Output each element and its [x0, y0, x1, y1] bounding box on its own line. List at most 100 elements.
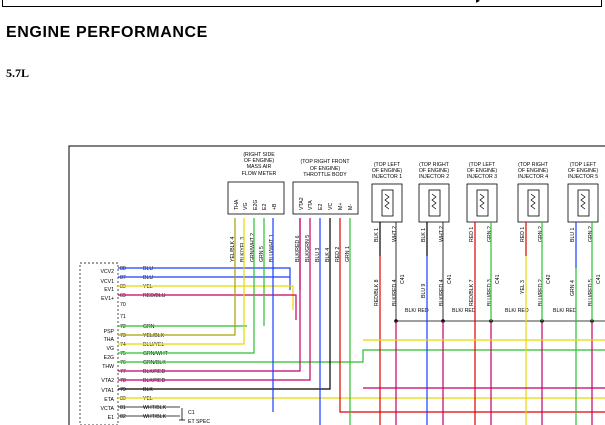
inj1-lower-2: BLK/RED 4: [392, 279, 398, 306]
inj2-coil-icon: [428, 189, 441, 217]
inj3-label-2: OF ENGINE): [467, 168, 498, 174]
inj5-lower-1: GRN 4: [570, 280, 576, 296]
ground-label-3: BLK/ RED: [505, 308, 529, 314]
inj4-wire-1: RED 1: [520, 227, 526, 242]
inj1-code: C41: [400, 274, 406, 284]
ecm-wire-11: GRN/BLK: [143, 360, 166, 366]
inj2-label-1: (TOP RIGHT: [419, 162, 450, 168]
ecm-wire-12: BLK/RED: [143, 369, 165, 375]
wire-yel-blk-73: [118, 218, 236, 336]
maf-label-2: OF ENGINE): [244, 158, 275, 164]
ecm-num-15: 80: [120, 396, 126, 402]
inj2-label-2: OF ENGINE): [419, 168, 450, 174]
tb-pin-2: VTA: [308, 200, 314, 210]
ecm-pin-3: EV1: [104, 287, 114, 293]
tb-pin-4: VC: [328, 203, 334, 210]
ecm-wire-7: GRN: [143, 324, 155, 330]
inj5-label-2: OF ENGINE): [568, 168, 599, 174]
ecm-wire-9: BLU/YEL: [143, 342, 164, 348]
inj1-lower-1: RED/BLK 8: [374, 279, 380, 306]
inj2-lower-1: BLU 9: [421, 283, 427, 298]
injector-4: (TOP RIGHT OF ENGINE) INJECTOR 4 RED 1 G…: [517, 162, 552, 306]
ecm-pin-4: EV1+: [101, 296, 114, 302]
wire-grn-blk-76: [118, 349, 605, 363]
ecm-pin-14: ETA: [104, 397, 114, 403]
inj2-wire-2: WHT 2: [439, 226, 445, 242]
inj1-label-3: INJECTOR 1: [372, 174, 402, 180]
injector-2: (TOP RIGHT OF ENGINE) INJECTOR 2 BLK 1 W…: [418, 162, 453, 306]
ecm-pin-2: VCV1: [100, 279, 114, 285]
injector-1: (TOP LEFT OF ENGINE) INJECTOR 1 BLK 1 WH…: [371, 162, 406, 306]
wire-grn-wht-75: [118, 218, 255, 354]
inj5-wire-1: BLU 1: [570, 227, 576, 242]
injector-3: (TOP LEFT OF ENGINE) INJECTOR 3 RED 1 GR…: [466, 162, 501, 306]
inj1-coil-icon: [381, 189, 394, 217]
inj2-lower-2: BLK/RED 4: [439, 279, 445, 306]
tb-wire-5: RED 2: [335, 247, 341, 262]
ecm-num-3: 89: [120, 284, 126, 290]
ecm-num-16: 81: [120, 405, 126, 411]
ecm-num-1: 88: [120, 266, 126, 272]
ecm-extra-1: C1: [188, 410, 195, 416]
ecm-wire-1: BLU: [143, 266, 153, 272]
tb-pin-3: E2: [318, 204, 324, 210]
inj4-label-1: (TOP RIGHT: [518, 162, 549, 168]
page-title: ENGINE PERFORMANCE: [6, 24, 208, 41]
wire-blu-88: [118, 267, 291, 290]
ecm-wire-16: WHT/BLK: [143, 405, 167, 411]
ecm-pin-16: E1: [108, 415, 114, 421]
inj1-wire-1: BLK 1: [374, 228, 380, 242]
wire-blk-79: [118, 218, 331, 390]
ecm-wire-3: YEL: [143, 284, 153, 290]
inj3-wire-1: RED 1: [469, 227, 475, 242]
tb-label-3: THROTTLE BODY: [303, 172, 347, 178]
maf-pin-1: THA: [234, 199, 240, 210]
ecm-num-17: 82: [120, 414, 126, 420]
inj2-code: C41: [447, 274, 453, 284]
ecm-num-14: 79: [120, 387, 126, 393]
ecm-pin-13: VTA1: [101, 388, 114, 394]
ground-label-4: BLK/ RED: [553, 308, 577, 314]
tb-wire-2: BLK/GRN 5: [305, 235, 311, 262]
maf-pin-5: +B: [272, 203, 278, 210]
inj4-lower-1: YEL 3: [520, 280, 526, 294]
tb-pin-1: VTA2: [299, 197, 305, 210]
inj1-wire-2: WHT 2: [392, 226, 398, 242]
inj4-label-2: OF ENGINE): [518, 168, 549, 174]
inj4-label-3: INJECTOR 4: [518, 174, 548, 180]
ecm-num-11: 76: [120, 360, 126, 366]
maf-pin-2: VG: [243, 203, 249, 211]
ecm-pin-7: PSP: [104, 329, 115, 335]
maf-wire-1: YEL/BLK 4: [230, 237, 236, 262]
tb-wire-3: BLU 3: [315, 247, 321, 262]
ecm-num-2: 87: [120, 275, 126, 281]
ground-label-2: BLK/ RED: [452, 308, 476, 314]
injector-5: (TOP LEFT OF ENGINE) INJECTOR 5 BLU 1 GR…: [567, 162, 602, 306]
ground-icon: [179, 408, 185, 421]
ecm-num-13: 78: [120, 378, 126, 384]
inj4-wire-2: GRN 2: [538, 226, 544, 242]
inj5-label-1: (TOP LEFT: [570, 162, 597, 168]
maf-label-3: MASS AIR: [247, 164, 272, 170]
wires: [118, 218, 605, 425]
maf-connector: [227, 181, 285, 215]
maf-pin-3: E2G: [253, 200, 259, 210]
inj5-wire-2: GRN 2: [588, 226, 594, 242]
tb-wire-1: BLK/RED 6: [295, 235, 301, 262]
tb-connector: [292, 181, 359, 215]
wire-blu-yel-74: [118, 218, 245, 345]
ecm-num-7: 72: [120, 324, 126, 330]
ecm-extra-2: ET SPEC: [188, 419, 210, 425]
inj2-label-3: INJECTOR 2: [419, 174, 449, 180]
tb-pin-6: M-: [348, 204, 354, 210]
ecm-wire-8: YEL/BLK: [143, 333, 165, 339]
inj5-label-3: INJECTOR 5: [568, 174, 598, 180]
maf-wire-4: GRN 5: [259, 246, 265, 262]
ecm-wire-2: BLU: [143, 275, 153, 281]
ecm-pin-8: THA: [104, 337, 115, 343]
inj3-wire-2: GRN 2: [487, 226, 493, 242]
top-frame: [2, 0, 602, 7]
ecm-num-12: 77: [120, 369, 126, 375]
throttle-body: (TOP RIGHT FRONT OF ENGINE) THROTTLE BOD…: [292, 159, 359, 262]
